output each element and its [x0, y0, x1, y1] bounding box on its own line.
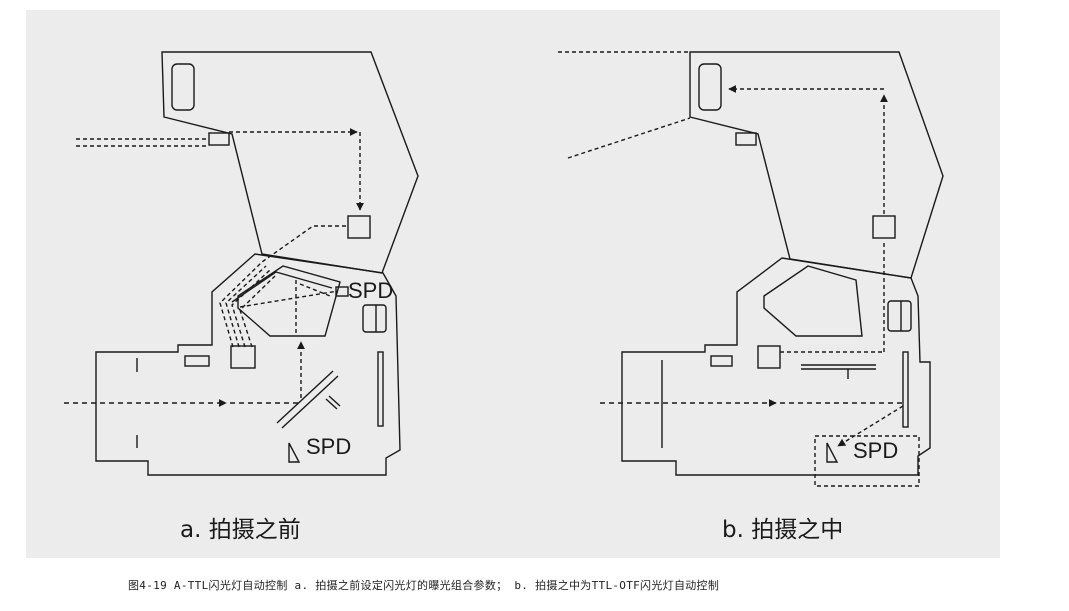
flash-window: [171, 63, 195, 111]
spd-label-bottom: SPD: [853, 438, 899, 463]
hot-shoe-contact: [184, 355, 210, 367]
emitted-flash-light: [567, 117, 691, 159]
signal-wire: [239, 275, 276, 348]
spd-label-bottom: SPD: [306, 434, 352, 459]
film-reflected-light: [837, 405, 904, 447]
spd-label-top: SPD: [348, 278, 394, 303]
flash-unit-outline: [689, 51, 944, 279]
panel-a-before-shooting: [64, 51, 419, 476]
eyepiece: [362, 304, 387, 333]
pentaprism: [763, 265, 863, 337]
flash-control-chip: [872, 215, 896, 239]
flash-unit-outline: [161, 51, 419, 274]
bottom-spd-sensor: [288, 442, 301, 463]
sub-caption-a: a. 拍摄之前: [180, 517, 301, 543]
metering-chip: [230, 345, 256, 369]
figure-panel: [26, 10, 1000, 558]
spd-housing: [814, 435, 920, 487]
sub-caption-b: b. 拍摄之中: [722, 517, 844, 543]
pentaprism: [237, 265, 341, 337]
viewfinder-light-path: [299, 283, 331, 297]
signal-wire: [231, 269, 271, 348]
camera-body-outline: [621, 257, 931, 476]
figure-caption: 图4-19 A-TTL闪光灯自动控制 a. 拍摄之前设定闪光灯的曝光组合参数； …: [128, 579, 720, 592]
camera-body-outline: [95, 253, 401, 476]
eyepiece: [887, 300, 912, 332]
flash-sensor-port: [208, 132, 230, 146]
flash-window: [698, 63, 722, 111]
signal-wire: [225, 265, 267, 348]
film-plane: [902, 351, 909, 428]
prism-inner-line: [231, 271, 333, 303]
film-plane: [377, 351, 384, 427]
reflex-mirror: [281, 375, 339, 429]
reflex-mirror: [276, 370, 334, 424]
bottom-spd-sensor: [826, 442, 839, 463]
sub-mirror: [325, 398, 338, 410]
panel-b-during-shooting: [558, 51, 944, 487]
sub-mirror: [328, 395, 341, 407]
top-spd-sensor: [335, 286, 349, 297]
metering-chip: [757, 345, 781, 369]
hot-shoe-contact: [710, 355, 733, 367]
viewfinder-light-path: [239, 290, 339, 308]
flash-control-chip: [347, 215, 371, 239]
signal-wire: [219, 225, 348, 348]
flash-sensor-port: [735, 132, 757, 146]
